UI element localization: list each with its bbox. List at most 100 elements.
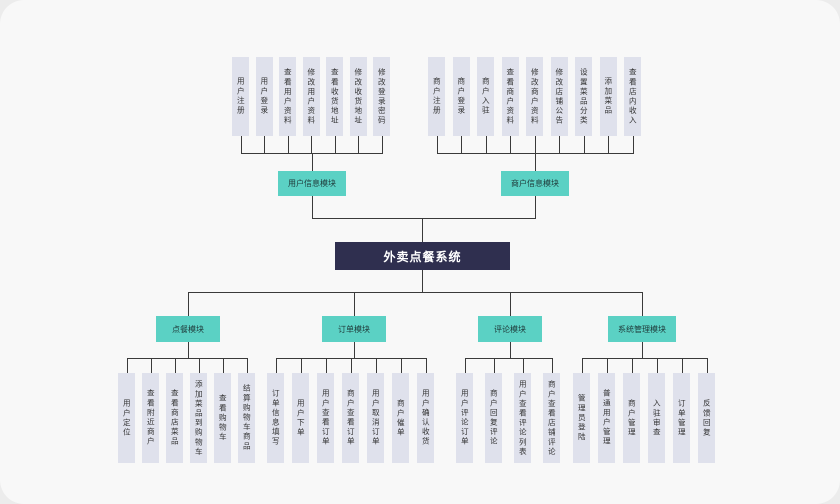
leaf-label: 入驻审查: [652, 398, 662, 438]
top-leaf: 修改商户资料: [526, 57, 543, 136]
top-leaf: 查看店内收入: [624, 57, 641, 136]
bottom-leaf: 订单管理: [673, 373, 690, 463]
module-stem-up: [188, 292, 189, 316]
leaf-stem: [707, 358, 708, 373]
leaf-label: 查看商店菜品: [170, 389, 180, 447]
top-leaf: 用户登录: [255, 57, 273, 136]
leaf-stem: [461, 136, 462, 153]
leaf-label: 管理员登陆: [577, 394, 587, 442]
bottom-leaf: 入驻审查: [648, 373, 665, 463]
top-leaf: 修改收货地址: [349, 57, 367, 136]
leaf-stem: [437, 136, 438, 153]
leaf-label: 商户查看店铺评论: [547, 379, 557, 457]
leaf-stem: [552, 358, 553, 373]
leaf-label: 商户登录: [456, 77, 466, 116]
top-leaf: 查看用户资料: [279, 57, 296, 136]
leaf-stem: [127, 358, 128, 373]
leaf-stem: [535, 136, 536, 153]
leaf-label: 用户登录: [259, 77, 269, 116]
leaf-label: 商户入驻: [481, 77, 491, 116]
module-stem-down: [642, 342, 643, 358]
module-stem-up: [642, 292, 643, 316]
module-stem-up: [312, 153, 313, 171]
leaf-label: 查看用户资料: [283, 67, 293, 126]
bottom-leaf: 反馈回复: [698, 373, 715, 463]
leaf-stem: [607, 358, 608, 373]
leaf-stem: [151, 358, 152, 373]
leaf-stem: [301, 358, 302, 373]
bottom-module-1: 订单模块: [322, 316, 386, 342]
leaf-label: 添加菜品: [603, 77, 613, 116]
leaf-label: 订单信息填写: [271, 389, 281, 447]
module-stem-down: [188, 342, 189, 358]
bottom-leaf: 用户确认收货: [417, 373, 434, 463]
leaf-label: 反馈回复: [702, 398, 712, 438]
leaf-stem: [465, 358, 466, 373]
leaf-stem: [358, 136, 359, 153]
leaf-stem: [559, 136, 560, 153]
leaf-stem: [633, 136, 634, 153]
top-leaf: 查看收货地址: [326, 57, 343, 136]
leaf-stem: [223, 358, 224, 373]
leaf-label: 用户查看订单: [321, 389, 331, 447]
bottom-leaf: 商户查看订单: [342, 373, 359, 463]
leaf-stem: [335, 136, 336, 153]
bottom-leaf: 用户取消订单: [367, 373, 384, 463]
leaf-stem: [657, 358, 658, 373]
bottom-leaf: 用户查看评论列表: [514, 373, 531, 463]
leaf-stem: [276, 358, 277, 373]
leaf-stem: [351, 358, 352, 373]
leaf-stem: [288, 136, 289, 153]
top-leaf: 商户登录: [452, 57, 470, 136]
leaf-bus: [465, 358, 553, 359]
leaf-label: 修改登录密码: [377, 67, 387, 126]
root-stem-up: [422, 218, 423, 242]
leaf-stem: [632, 358, 633, 373]
leaf-label: 查看附近商户: [146, 389, 156, 447]
top-module-0: 用户信息模块: [278, 171, 346, 196]
leaf-label: 修改店铺公告: [554, 67, 564, 126]
leaf-label: 查看收货地址: [330, 67, 340, 126]
root-node: 外卖点餐系统: [335, 242, 510, 270]
top-leaf: 修改店铺公告: [550, 57, 568, 136]
bottom-leaf: 用户查看订单: [317, 373, 334, 463]
leaf-stem: [311, 136, 312, 153]
bottom-leaf: 结算购物车商品: [238, 373, 255, 463]
leaf-bus: [127, 358, 248, 359]
leaf-label: 添加菜品到购物车: [194, 379, 204, 457]
top-leaf: 查看商户资料: [501, 57, 519, 136]
leaf-stem: [247, 358, 248, 373]
leaf-label: 结算购物车商品: [242, 384, 252, 452]
bottom-leaf: 查看商店菜品: [166, 373, 183, 463]
leaf-label: 商户催单: [396, 398, 406, 438]
leaf-label: 查看购物车: [218, 394, 228, 442]
leaf-stem: [682, 358, 683, 373]
leaf-stem: [264, 136, 265, 153]
root-stem-down: [422, 270, 423, 292]
leaf-label: 修改商户资料: [530, 67, 540, 126]
leaf-label: 普通用户管理: [602, 389, 612, 447]
leaf-label: 用户确认收货: [421, 389, 431, 447]
bottom-leaf: 商户查看店铺评论: [543, 373, 560, 463]
bottom-module-2: 评论模块: [478, 316, 542, 342]
top-leaf: 设置菜品分类: [575, 57, 592, 136]
top-leaf: 添加菜品: [599, 57, 617, 136]
bottom-module-0: 点餐模块: [156, 316, 220, 342]
bottom-leaf: 商户催单: [392, 373, 409, 463]
top-leaf: 修改登录密码: [373, 57, 390, 136]
leaf-stem: [608, 136, 609, 153]
leaf-label: 用户查看评论列表: [518, 379, 528, 457]
leaf-label: 查看商户资料: [505, 67, 515, 126]
module-stem-up: [354, 292, 355, 316]
module-stem-down: [510, 342, 511, 358]
leaf-stem: [382, 136, 383, 153]
bottom-leaf: 管理员登陆: [573, 373, 590, 463]
leaf-stem: [241, 136, 242, 153]
leaf-stem: [199, 358, 200, 373]
leaf-label: 设置菜品分类: [579, 67, 589, 126]
leaf-stem: [175, 358, 176, 373]
top-leaf: 商户注册: [428, 57, 445, 136]
leaf-label: 用户取消订单: [371, 389, 381, 447]
leaf-bus: [276, 358, 427, 359]
